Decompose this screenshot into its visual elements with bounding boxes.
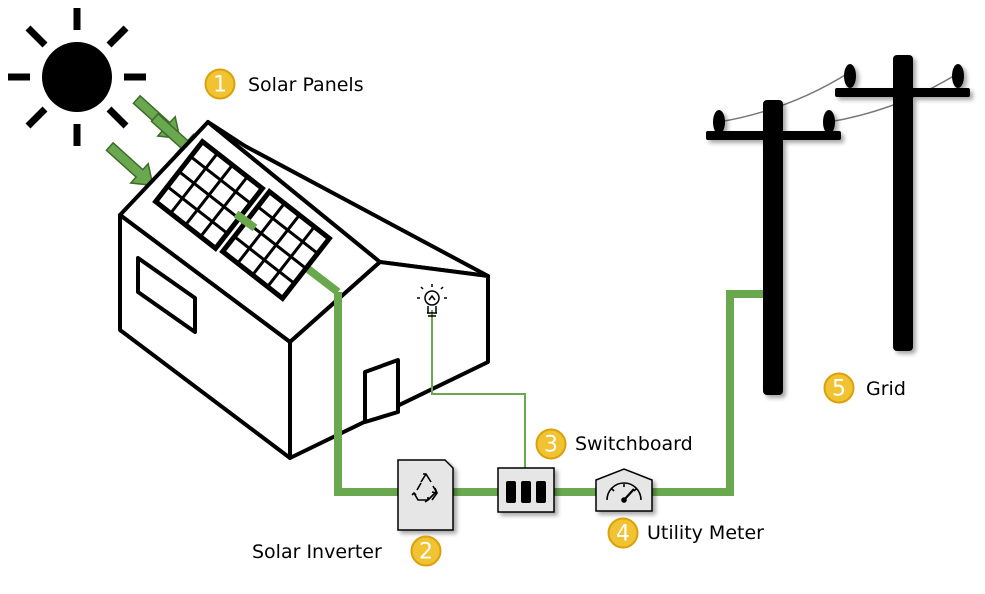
component-label-1: 1 Solar Panels [204,68,364,100]
recycle-icon [411,473,438,503]
solar-inverter [397,459,454,531]
solar-panel [152,138,266,252]
utility-pole-back [835,55,970,351]
light-bulb-icon [417,284,447,317]
number-badge [607,517,639,549]
solar-panels [152,138,333,302]
number-badge [535,428,567,460]
power-line [718,71,851,123]
breaker [521,481,531,503]
breaker [536,481,546,503]
sun-icon [8,8,146,146]
wiring [233,210,766,496]
panel-link-wire-overlay [233,210,258,232]
switchboard [497,467,555,513]
number-badge [204,68,236,100]
breaker [506,481,516,503]
sunlight-arrows [105,94,199,187]
badge-number: 5 [832,377,846,402]
label-switchboard: Switchboard [575,433,693,455]
solar-panel [219,188,333,302]
number-badge [823,372,855,404]
power-poles [706,55,970,395]
house-door [363,358,400,424]
component-label-3: 3 Switchboard [535,428,693,460]
label-solar-panels: Solar Panels [248,74,364,96]
label-solar-inverter: Solar Inverter [252,541,382,563]
gauge-icon [606,482,642,503]
utility-pole-front [706,100,841,395]
sunlight-arrow [105,141,154,187]
grid-wire [652,290,766,496]
label-grid: Grid [866,378,906,400]
component-label-2: 2 Solar Inverter [252,535,442,567]
utility-meter [595,468,653,512]
badge-number: 4 [616,522,630,547]
component-label-4: 4 Utility Meter [607,517,764,549]
lighting-circuit-wire [431,310,526,470]
badge-number: 1 [213,73,227,98]
label-utility-meter: Utility Meter [647,522,764,544]
badge-number: 2 [419,540,433,565]
component-label-5: 5 Grid [823,372,906,404]
number-badge [410,535,442,567]
dc-wire [334,292,398,496]
badge-number: 3 [544,433,558,458]
house-window [136,256,197,334]
house [118,120,490,460]
